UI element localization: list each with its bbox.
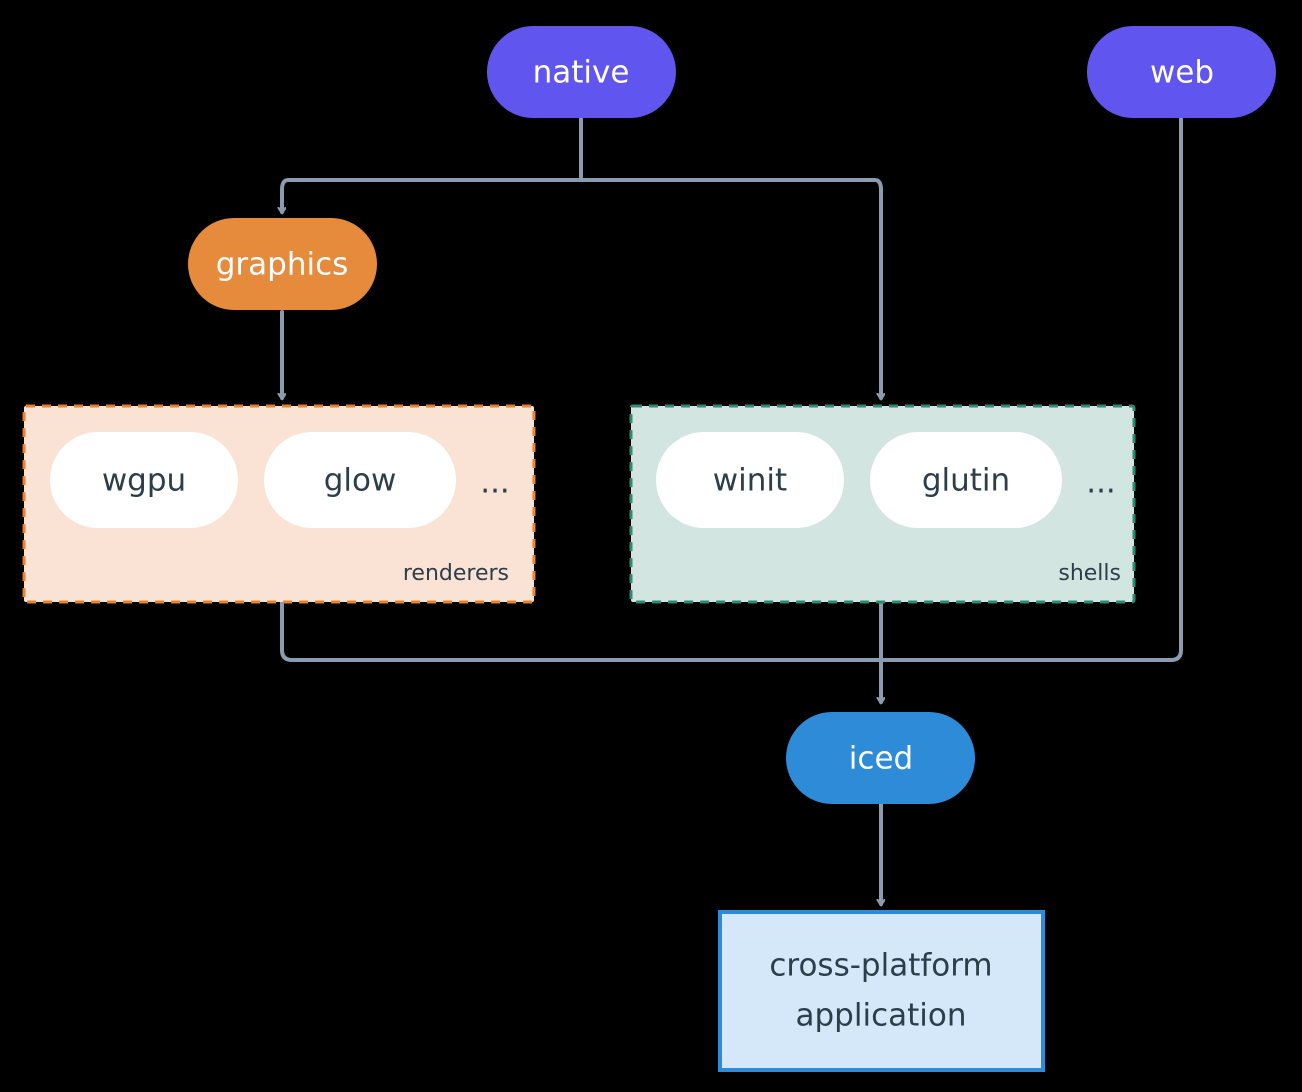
connector-layer — [280, 116, 1183, 904]
native-shape[interactable] — [487, 26, 676, 118]
web-label: web — [1150, 55, 1214, 91]
iced-shape[interactable] — [786, 712, 975, 804]
graphics-label: graphics — [216, 247, 349, 283]
web-shape[interactable] — [1087, 26, 1276, 118]
glow-pill[interactable] — [264, 432, 456, 528]
wgpu-pill[interactable] — [50, 432, 238, 528]
renderers-caption: renderers — [403, 561, 509, 586]
application-shape[interactable] — [718, 910, 1045, 1072]
node-web[interactable]: web — [1087, 26, 1276, 118]
shells-item-glutin[interactable]: glutin — [870, 432, 1062, 528]
node-application[interactable]: cross-platform application — [718, 910, 1045, 1072]
glow-label: glow — [324, 463, 397, 499]
shells-item-winit[interactable]: winit — [656, 432, 844, 528]
iced-label: iced — [849, 741, 913, 777]
graphics-shape[interactable] — [188, 218, 377, 310]
glutin-pill[interactable] — [870, 432, 1062, 528]
winit-pill[interactable] — [656, 432, 844, 528]
application-label-line1: cross-platform — [769, 948, 992, 984]
wgpu-label: wgpu — [102, 463, 186, 499]
node-iced[interactable]: iced — [786, 712, 975, 804]
group-renderers: wgpu glow ... renderers — [22, 404, 536, 604]
renderers-item-wgpu[interactable]: wgpu — [50, 432, 238, 528]
shells-ellipsis: ... — [1086, 465, 1116, 501]
node-native[interactable]: native — [487, 26, 676, 118]
node-graphics[interactable]: graphics — [188, 218, 377, 310]
winit-label: winit — [713, 463, 787, 499]
edge-native-to-shells — [579, 178, 881, 398]
group-shells: winit glutin ... shells — [629, 404, 1136, 604]
renderers-item-glow[interactable]: glow — [264, 432, 456, 528]
shells-caption: shells — [1058, 561, 1121, 586]
application-label-line2: application — [796, 998, 967, 1034]
edge-renderers-to-iced — [280, 600, 883, 662]
edge-native-to-graphics — [282, 178, 583, 212]
renderers-ellipsis: ... — [480, 465, 510, 501]
glutin-label: glutin — [922, 463, 1010, 499]
native-label: native — [533, 55, 630, 91]
edge-web-to-iced — [879, 116, 1183, 662]
